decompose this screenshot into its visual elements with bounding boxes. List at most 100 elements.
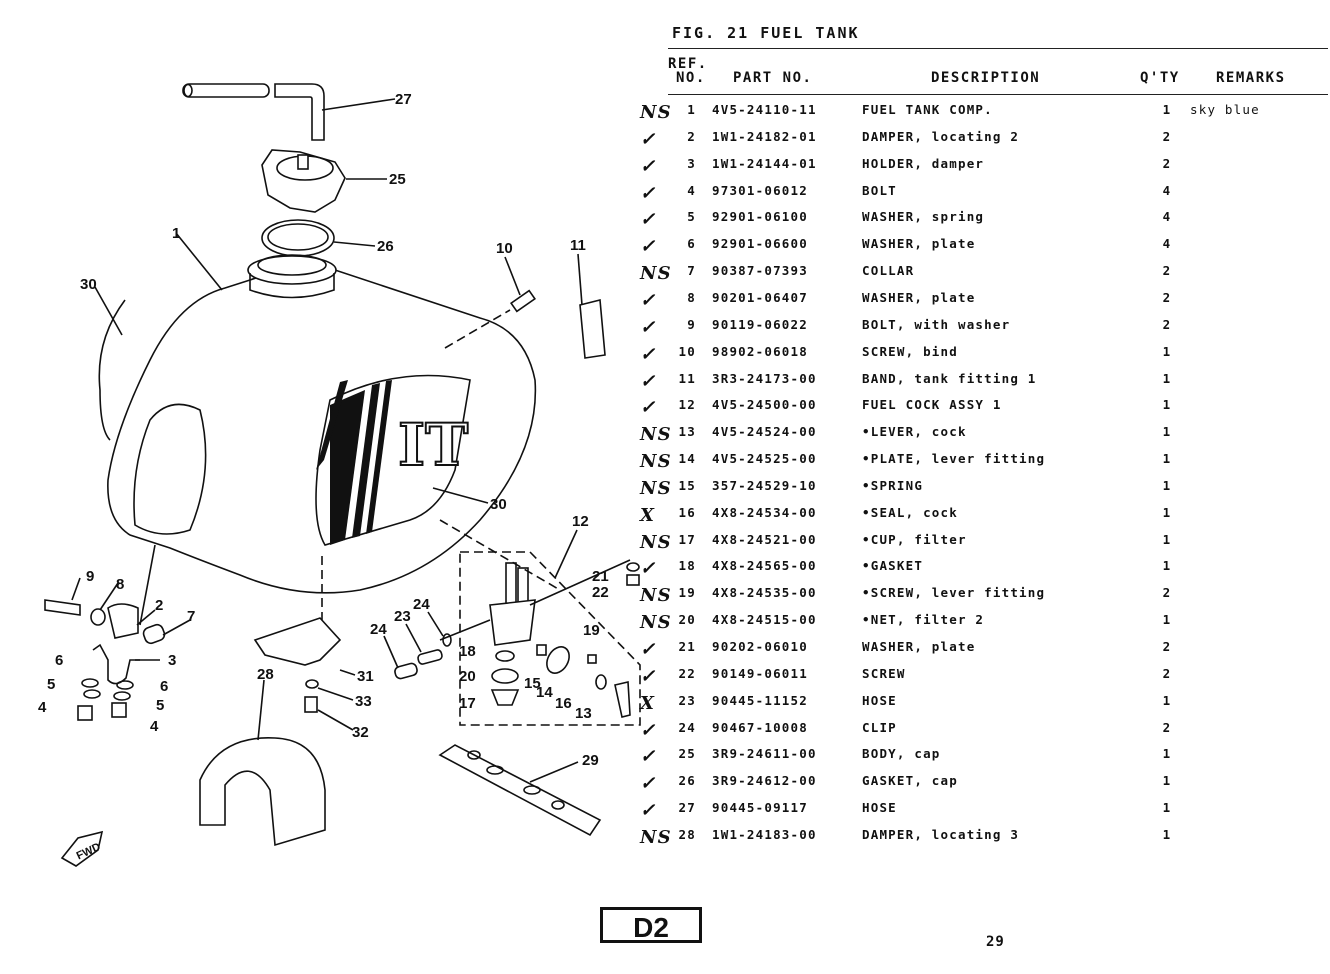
handwritten-mark: ✓ — [640, 128, 657, 150]
callout-26: 26 — [377, 238, 394, 255]
part-description: CLIP — [862, 719, 897, 735]
callout-27: 27 — [395, 91, 412, 108]
callout-31: 31 — [357, 668, 374, 685]
quantity: 4 — [1162, 182, 1172, 198]
ref-number: 25 — [678, 746, 696, 762]
ref-number: 15 — [678, 477, 696, 493]
fuel-tank-part-1: IT — [94, 232, 537, 594]
quantity: 1 — [1162, 746, 1172, 762]
quantity: 1 — [1162, 451, 1172, 467]
part-description: GASKET, cap — [862, 773, 958, 789]
quantity: 4 — [1162, 236, 1172, 252]
handwritten-mark: ✓ — [640, 209, 657, 231]
ref-number: 4 — [687, 182, 696, 198]
part-description: WASHER, plate — [862, 639, 976, 654]
part-number: 3R9-24612-00 — [712, 773, 817, 789]
tank-band-part-11 — [577, 253, 606, 359]
ref-number: 19 — [678, 585, 696, 601]
handwritten-mark: NS — [640, 612, 672, 634]
handwritten-mark: NS — [640, 102, 672, 123]
callout-9: 9 — [86, 568, 94, 585]
part-description: HOSE — [862, 692, 897, 708]
handwritten-mark: NS — [640, 826, 672, 848]
part-description: •SEAL, cock — [862, 504, 958, 520]
handwritten-mark: ✓ — [640, 316, 657, 338]
callout-5a: 5 — [47, 676, 55, 693]
part-number: 357-24529-10 — [712, 477, 817, 493]
part-number: 4X8-24565-00 — [712, 558, 817, 574]
handwritten-mark: X — [640, 504, 656, 526]
handwritten-mark: ✓ — [640, 800, 657, 822]
callout-29: 29 — [582, 752, 599, 769]
table-header-rule — [668, 94, 1328, 95]
callout-4b: 4 — [150, 718, 159, 735]
quantity: 1 — [1162, 531, 1172, 547]
ref-number: 3 — [687, 155, 696, 171]
part-description: •SPRING — [862, 477, 924, 493]
part-description: BAND, tank fitting 1 — [862, 370, 1037, 386]
quantity: 1 — [1162, 692, 1172, 708]
part-description: DAMPER, locating 2 — [862, 128, 1020, 144]
part-number: 3R3-24173-00 — [712, 370, 817, 386]
ref-number: 7 — [687, 263, 696, 279]
quantity: 2 — [1162, 263, 1172, 279]
cap-gasket-part-26 — [261, 219, 376, 257]
part-description: HOLDER, damper — [862, 155, 985, 171]
quantity: 1 — [1162, 800, 1172, 816]
quantity: 2 — [1162, 585, 1172, 601]
callout-30b: 30 — [490, 496, 507, 513]
callout-3: 3 — [168, 652, 176, 669]
exploded-parts-diagram: IT — [0, 0, 650, 900]
part-number: 1W1-24144-01 — [712, 155, 817, 171]
quantity: 1 — [1162, 343, 1172, 359]
part-description: WASHER, plate — [862, 289, 976, 305]
ref-number: 23 — [678, 692, 696, 708]
quantity: 1 — [1162, 397, 1172, 413]
quantity: 1 — [1162, 424, 1172, 440]
ref-number: 6 — [687, 236, 696, 252]
part-number: 90387-07393 — [712, 263, 808, 279]
part-number: 90445-11152 — [712, 692, 808, 708]
callout-15: 15 — [524, 675, 541, 692]
handwritten-mark: ✓ — [640, 639, 657, 660]
plate-part-29 — [438, 744, 602, 837]
part-number: 4X8-24521-00 — [712, 531, 817, 547]
header-qty: Q'TY — [1140, 70, 1180, 86]
part-number: 90119-06022 — [712, 316, 808, 332]
part-description: WASHER, spring — [862, 209, 985, 225]
handwritten-mark: ✓ — [640, 289, 657, 311]
callout-17: 17 — [459, 695, 476, 712]
page-number: 29 — [986, 934, 1005, 950]
quantity: 4 — [1162, 209, 1172, 225]
part-description: HOSE — [862, 800, 897, 816]
table-top-rule — [668, 48, 1328, 49]
handwritten-mark: ✓ — [640, 397, 657, 419]
ref-number: 2 — [687, 128, 696, 144]
callout-6b: 6 — [160, 678, 168, 695]
part-number: 1W1-24183-00 — [712, 826, 817, 842]
part-number: 90202-06010 — [712, 639, 808, 654]
part-description: BODY, cap — [862, 746, 941, 762]
callout-33: 33 — [355, 693, 372, 710]
fuel-cap-part-25 — [261, 149, 387, 213]
header-ref: REF. — [668, 56, 708, 72]
callout-10: 10 — [496, 240, 513, 257]
bracket-part-31 — [253, 556, 356, 731]
forward-direction-indicator: FWD — [60, 830, 104, 867]
handwritten-mark: ✓ — [640, 370, 657, 392]
ref-number: 1 — [687, 102, 696, 117]
handwritten-mark: ✓ — [640, 155, 657, 177]
screw-part-10 — [444, 256, 536, 349]
callout-11: 11 — [570, 237, 586, 254]
quantity: 1 — [1162, 773, 1172, 789]
part-number: 4V5-24500-00 — [712, 397, 817, 413]
